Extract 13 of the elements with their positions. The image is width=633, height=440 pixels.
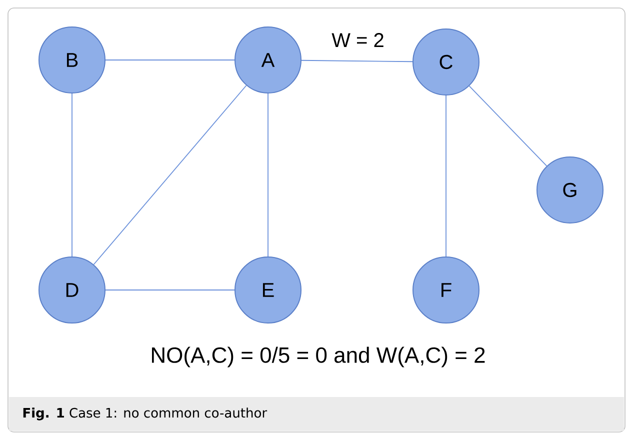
figure-caption: Fig. 1 Case 1: no common co-author xyxy=(23,408,268,420)
edge-line xyxy=(301,60,413,62)
circle-node: D xyxy=(38,256,106,324)
circle-node: E xyxy=(234,256,302,324)
circle-node: F xyxy=(412,256,480,324)
circle-node: B xyxy=(38,26,106,94)
edge-label: W = 2 xyxy=(330,32,386,48)
circle-node: G xyxy=(536,156,604,224)
edge-line xyxy=(93,85,247,265)
edge-line xyxy=(468,86,548,166)
circle-node: C xyxy=(412,28,480,96)
formula-text: NO(A,C) = 0/5 = 0 and W(A,C) = 2 xyxy=(152,346,485,368)
circle-node: A xyxy=(234,26,302,94)
